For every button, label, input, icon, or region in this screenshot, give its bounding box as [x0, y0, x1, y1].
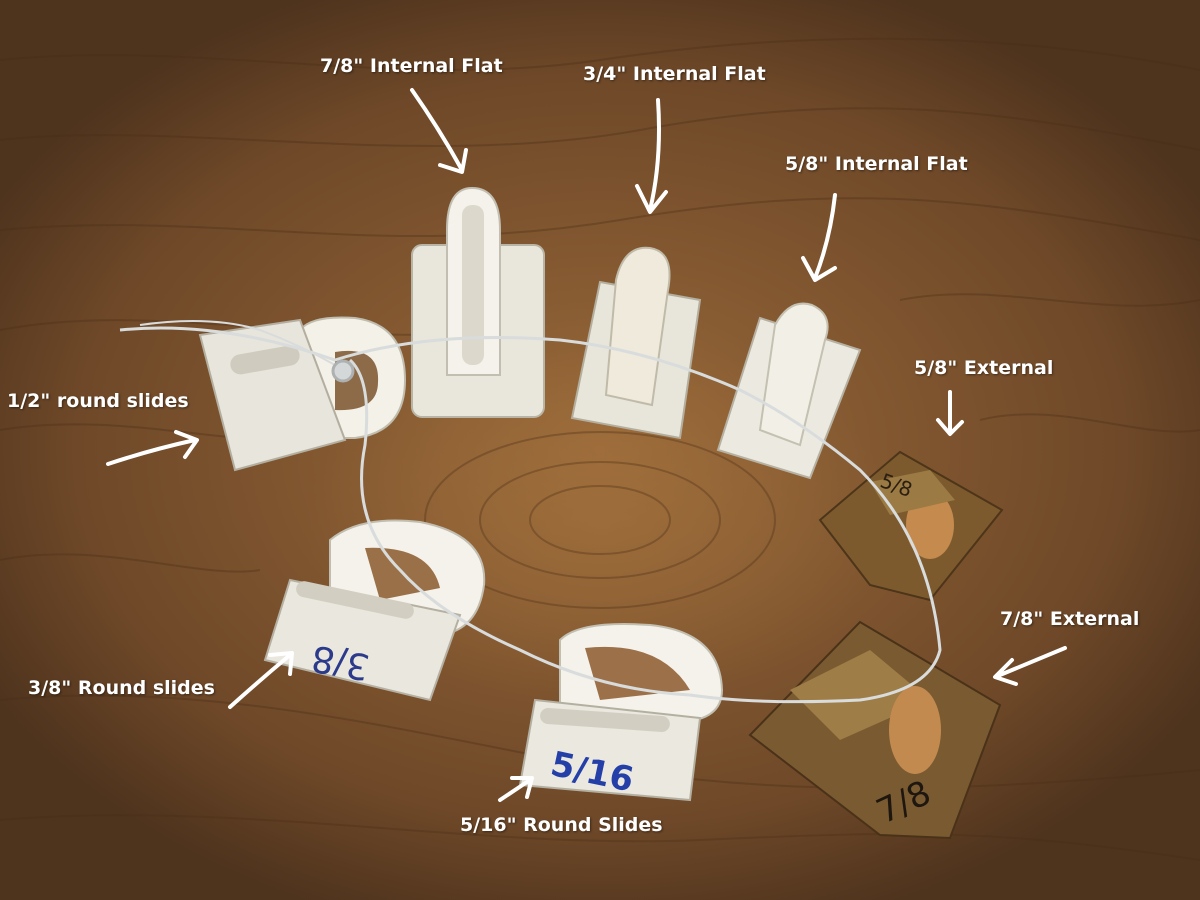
label-12-round-slides: 1/2" round slides	[7, 390, 189, 412]
round-slide-38: 3/8	[263, 519, 486, 702]
label-34-internal-flat: 3/4" Internal Flat	[583, 63, 766, 85]
annotation-arrows	[106, 88, 1067, 802]
label-78-external: 7/8" External	[1000, 608, 1140, 630]
internal-flat-slide-34	[570, 246, 702, 440]
external-slide-58: 5/8	[818, 450, 1004, 602]
label-38-round-slides: 3/8" Round slides	[28, 677, 215, 699]
arrow-int-58	[801, 193, 837, 282]
label-58-internal-flat: 5/8" Internal Flat	[785, 153, 968, 175]
arrow-int-78	[410, 88, 468, 174]
arrow-round-516	[498, 776, 534, 802]
handwriting-38: 3/8	[308, 637, 372, 687]
internal-flat-slide-78	[411, 186, 545, 418]
round-slide-12	[198, 316, 407, 472]
label-78-internal-flat: 7/8" Internal Flat	[320, 55, 503, 77]
arrow-ext-58	[936, 390, 964, 436]
label-516-round-slides: 5/16" Round Slides	[460, 814, 663, 836]
cord	[119, 320, 942, 704]
arrow-round-12	[106, 430, 199, 466]
arrow-ext-78	[993, 646, 1067, 686]
label-58-external: 5/8" External	[914, 357, 1054, 379]
round-slide-516: 5/16	[518, 623, 724, 802]
arrow-round-38	[228, 651, 294, 709]
arrow-int-34	[635, 98, 668, 214]
external-slide-78: 7/8	[748, 620, 1002, 840]
